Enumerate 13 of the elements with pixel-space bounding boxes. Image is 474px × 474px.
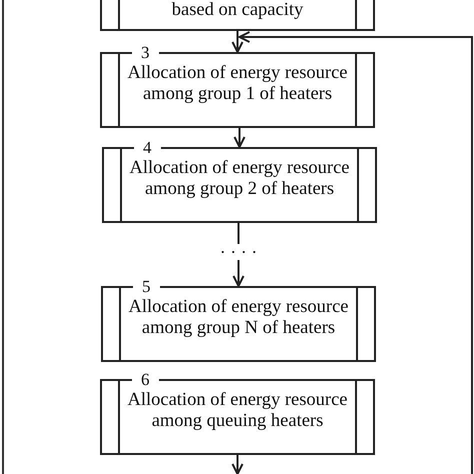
arrow — [232, 455, 244, 474]
step-text: Allocation of energy resource among group 1 of heaters — [126, 63, 349, 105]
step-number: 3 — [132, 45, 158, 61]
step-text: based on capacity — [172, 0, 304, 21]
step-number: 5 — [133, 279, 160, 295]
step-text: Allocation of energy resource among queuing heaters — [126, 390, 349, 432]
arrow — [238, 31, 473, 474]
step-text: Allocation of energy resource among group 2 of heaters — [128, 158, 351, 200]
arrow — [234, 128, 246, 148]
arrow — [232, 31, 244, 53]
step-number: 6 — [132, 372, 158, 388]
step-text: Allocation of energy resource among group N of heaters — [127, 297, 350, 339]
step-number: 4 — [134, 140, 160, 156]
